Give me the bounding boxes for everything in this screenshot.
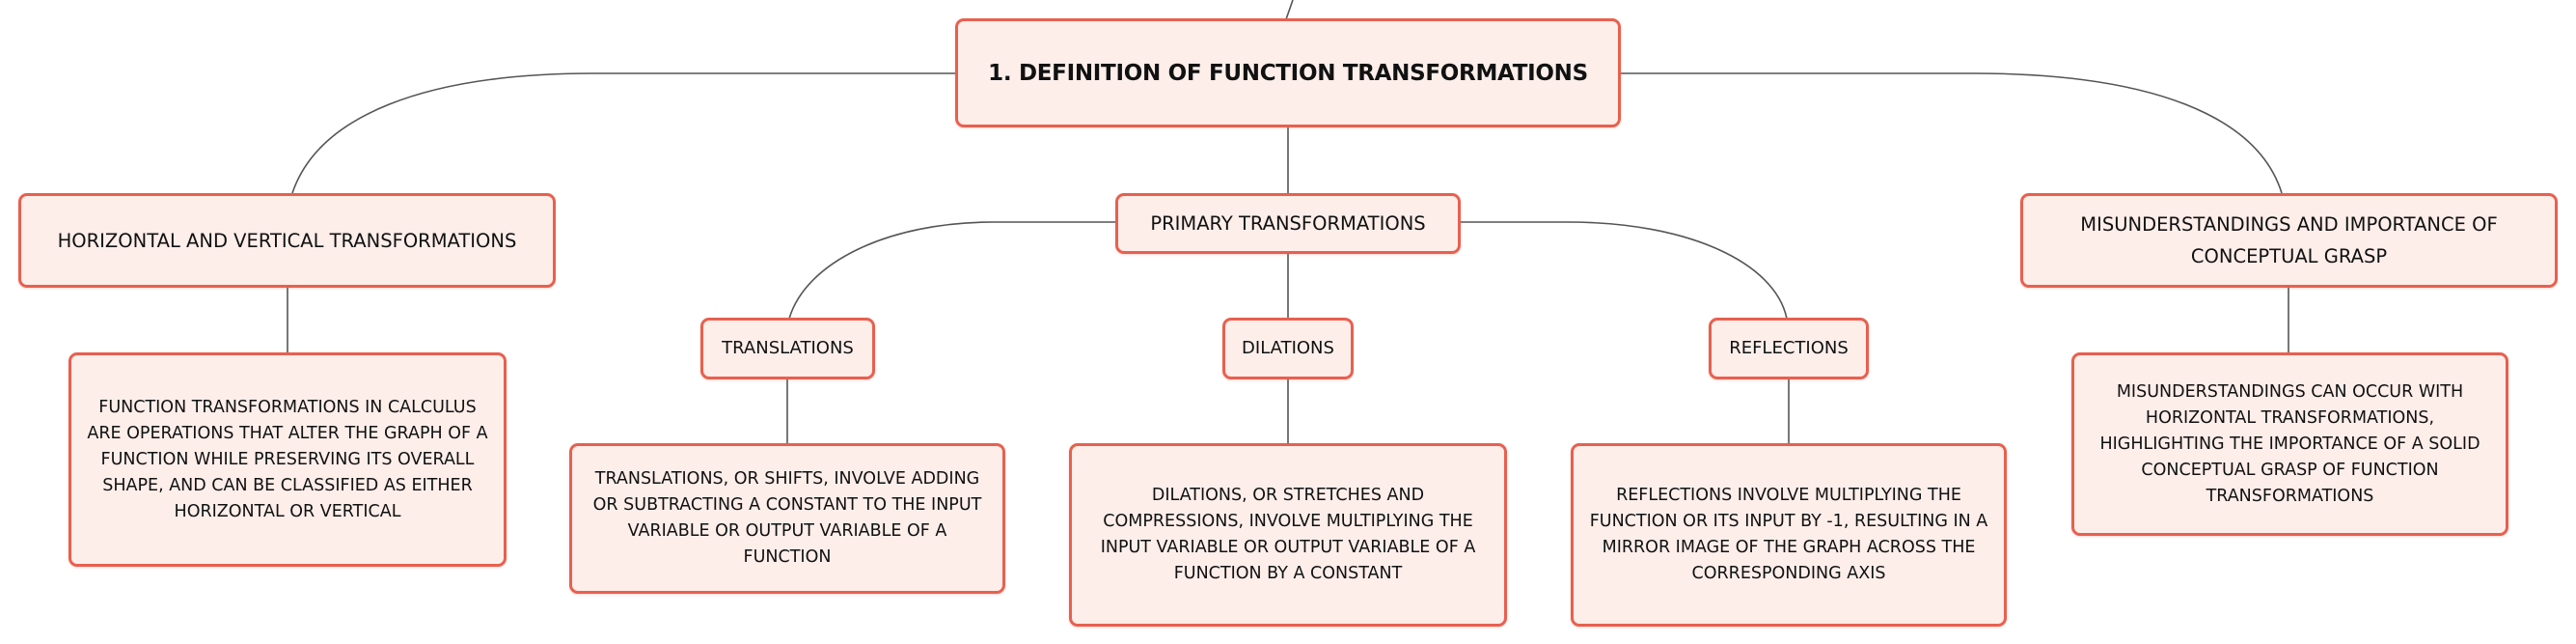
branch-primary-transformations[interactable]: PRIMARY TRANSFORMATIONS bbox=[1115, 193, 1461, 254]
detail-text: DILATIONS, OR STRETCHES AND COMPRESSIONS… bbox=[1100, 486, 1476, 583]
connector-primary-translations bbox=[788, 221, 1116, 320]
sub-label: DILATIONS bbox=[1242, 338, 1334, 358]
branch-horizontal-vertical[interactable]: HORIZONTAL AND VERTICAL TRANSFORMATIONS bbox=[18, 193, 556, 288]
detail-horizontal-vertical[interactable]: FUNCTION TRANSFORMATIONS IN CALCULUS ARE… bbox=[69, 352, 507, 567]
sub-label: REFLECTIONS bbox=[1729, 338, 1849, 358]
branch-label: MISUNDERSTANDINGS AND IMPORTANCE OF CONC… bbox=[2080, 213, 2498, 267]
root-label: 1. DEFINITION OF FUNCTION TRANSFORMATION… bbox=[988, 60, 1588, 86]
detail-text: TRANSLATIONS, OR SHIFTS, INVOLVE ADDING … bbox=[592, 469, 982, 567]
detail-text: REFLECTIONS INVOLVE MULTIPLYING THE FUNC… bbox=[1589, 486, 1988, 583]
sub-translations[interactable]: TRANSLATIONS bbox=[700, 318, 875, 379]
detail-dilations[interactable]: DILATIONS, OR STRETCHES AND COMPRESSIONS… bbox=[1069, 443, 1507, 627]
sub-reflections[interactable]: REFLECTIONS bbox=[1709, 318, 1869, 379]
connector-primary-reflections bbox=[1460, 221, 1788, 320]
detail-text: FUNCTION TRANSFORMATIONS IN CALCULUS ARE… bbox=[87, 397, 488, 521]
detail-text: MISUNDERSTANDINGS CAN OCCUR WITH HORIZON… bbox=[2099, 381, 2480, 506]
branch-misunderstandings[interactable]: MISUNDERSTANDINGS AND IMPORTANCE OF CONC… bbox=[2020, 193, 2558, 288]
detail-translations[interactable]: TRANSLATIONS, OR SHIFTS, INVOLVE ADDING … bbox=[569, 443, 1005, 594]
branch-label: PRIMARY TRANSFORMATIONS bbox=[1150, 212, 1426, 235]
sub-dilations[interactable]: DILATIONS bbox=[1222, 318, 1354, 379]
connector-root-right bbox=[1616, 72, 2283, 194]
detail-reflections[interactable]: REFLECTIONS INVOLVE MULTIPLYING THE FUNC… bbox=[1571, 443, 2007, 627]
sub-label: TRANSLATIONS bbox=[722, 338, 854, 358]
branch-label: HORIZONTAL AND VERTICAL TRANSFORMATIONS bbox=[57, 229, 517, 252]
connector-to-parent bbox=[1285, 0, 1294, 20]
detail-misunderstandings[interactable]: MISUNDERSTANDINGS CAN OCCUR WITH HORIZON… bbox=[2071, 352, 2508, 536]
connector-root-left bbox=[291, 72, 960, 194]
root-node[interactable]: 1. DEFINITION OF FUNCTION TRANSFORMATION… bbox=[955, 18, 1621, 127]
